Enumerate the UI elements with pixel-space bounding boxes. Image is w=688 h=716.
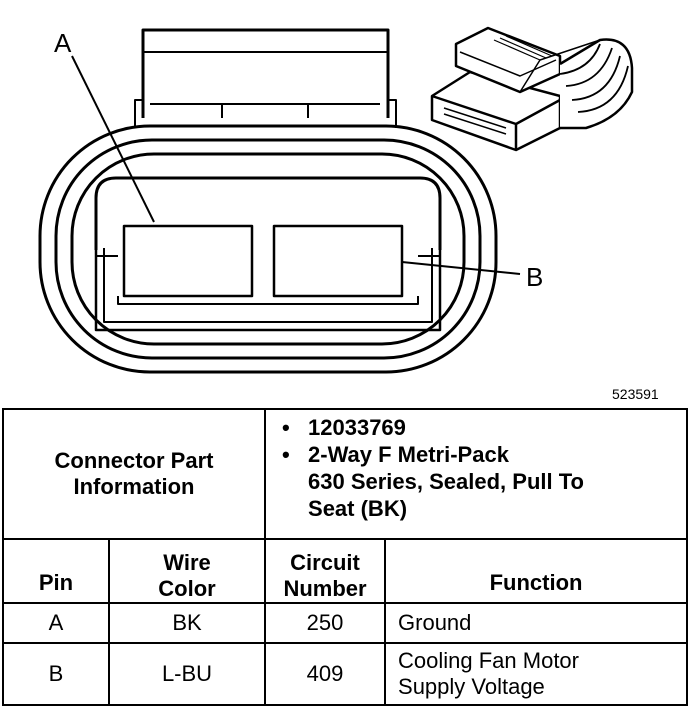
header-function: Function xyxy=(384,538,688,604)
part-description-line1: 2-Way F Metri-Pack xyxy=(308,442,509,467)
function-cell: Ground xyxy=(384,602,688,644)
wire-color-cell: BK xyxy=(107,602,267,644)
circuit-cell: 250 xyxy=(264,602,387,644)
part-number: 12033769 xyxy=(282,414,686,441)
part-info-row: Connector Part Information 12033769 2-Wa… xyxy=(1,408,688,540)
function-cell: Cooling Fan Motor Supply Voltage xyxy=(384,642,688,706)
header-row: Pin Wire Color Circuit Number Function xyxy=(2,538,688,604)
table-row: B L-BU 409 Cooling Fan Motor Supply Volt… xyxy=(2,642,688,706)
part-info-label: Connector Part Information xyxy=(1,408,267,540)
part-description-line3: Seat (BK) xyxy=(308,496,408,521)
part-info-label-line1: Connector Part xyxy=(54,448,214,473)
part-info-details: 12033769 2-Way F Metri-Pack 630 Series, … xyxy=(264,408,688,540)
callout-a: A xyxy=(54,28,72,58)
header-wire-color: Wire Color xyxy=(107,538,267,604)
connector-table: Connector Part Information 12033769 2-Wa… xyxy=(1,408,688,706)
part-description: 2-Way F Metri-Pack 630 Series, Sealed, P… xyxy=(282,441,686,522)
part-description-line2: 630 Series, Sealed, Pull To xyxy=(308,469,584,494)
pin-cell: A xyxy=(2,602,110,644)
header-circuit-number: Circuit Number xyxy=(264,538,387,604)
figure-number: 523591 xyxy=(612,386,659,402)
connector-diagram xyxy=(38,26,634,374)
callout-b: B xyxy=(526,262,544,292)
part-info-label-line2: Information xyxy=(73,474,195,499)
pin-cell: B xyxy=(2,642,110,706)
header-pin: Pin xyxy=(2,538,110,604)
wire-color-cell: L-BU xyxy=(107,642,267,706)
table-row: A BK 250 Ground xyxy=(2,602,688,644)
circuit-cell: 409 xyxy=(264,642,387,706)
